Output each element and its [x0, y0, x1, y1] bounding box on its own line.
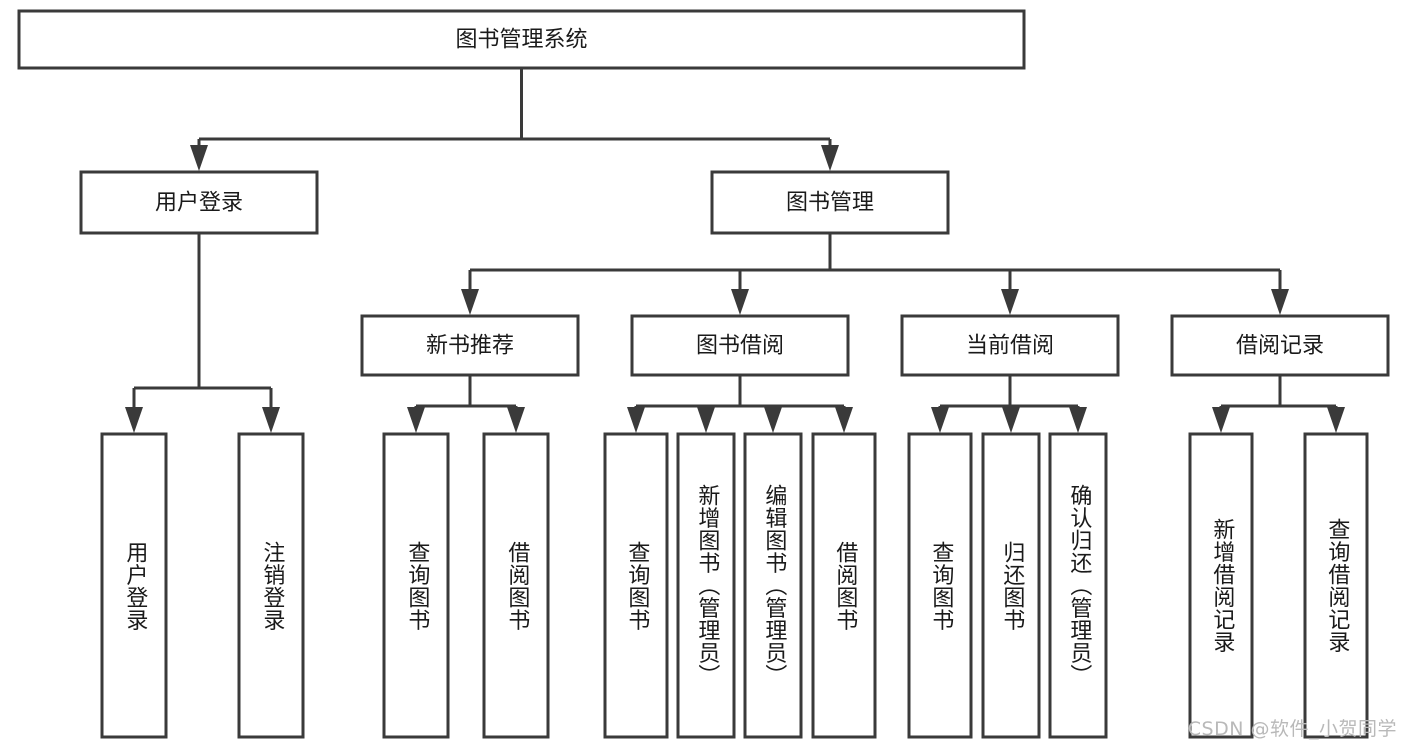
arrow-head-icon: [407, 407, 425, 433]
node-user-login[interactable]: [79, 170, 319, 235]
node-new-book-recommend[interactable]: [360, 314, 580, 377]
arrow-head-icon: [1069, 407, 1087, 433]
node-leaf-add-borrow-record[interactable]: [1188, 432, 1254, 739]
node-leaf-return-book[interactable]: [981, 432, 1041, 739]
arrow-head-icon: [821, 145, 839, 171]
node-leaf-add-book-admin[interactable]: [676, 432, 736, 739]
node-root[interactable]: [17, 9, 1026, 70]
node-leaf-user-login[interactable]: [100, 432, 168, 739]
arrow-head-icon: [731, 289, 749, 315]
node-box-layer: [17, 9, 1390, 739]
arrow-head-icon: [835, 407, 853, 433]
node-leaf-logout[interactable]: [237, 432, 305, 739]
arrow-head-icon: [1271, 289, 1289, 315]
node-label-book-manage: 图书管理: [786, 191, 874, 216]
node-label-new-book-recommend: 新书推荐: [426, 334, 514, 359]
arrow-head-icon: [1001, 289, 1019, 315]
arrow-head-icon: [931, 407, 949, 433]
node-leaf-query-book-3[interactable]: [907, 432, 973, 739]
arrow-head-icon: [262, 407, 280, 433]
arrow-head-icon: [125, 407, 143, 433]
node-leaf-edit-book-admin[interactable]: [743, 432, 803, 739]
node-label-borrow-record: 借阅记录: [1236, 334, 1324, 359]
node-label-current-borrow: 当前借阅: [966, 334, 1054, 359]
node-label-user-login: 用户登录: [155, 191, 243, 216]
node-current-borrow[interactable]: [900, 314, 1120, 377]
arrow-head-icon: [764, 407, 782, 433]
arrow-head-icon: [697, 407, 715, 433]
node-leaf-borrow-book-2[interactable]: [811, 432, 877, 739]
node-leaf-query-borrow-record[interactable]: [1303, 432, 1369, 739]
arrow-head-icon: [507, 407, 525, 433]
arrow-head-icon: [627, 407, 645, 433]
node-label-root: 图书管理系统: [455, 28, 587, 53]
connector-layer: [125, 68, 1345, 433]
node-borrow-record[interactable]: [1170, 314, 1390, 377]
node-leaf-confirm-return-admin[interactable]: [1048, 432, 1108, 739]
arrow-head-icon: [1327, 407, 1345, 433]
node-book-manage[interactable]: [710, 170, 950, 235]
node-leaf-borrow-book-1[interactable]: [482, 432, 550, 739]
node-book-borrow[interactable]: [630, 314, 850, 377]
watermark: CSDN @软件_小贺同学: [1187, 718, 1397, 740]
arrow-head-icon: [190, 145, 208, 171]
node-leaf-query-book-2[interactable]: [603, 432, 669, 739]
arrow-head-icon: [1002, 407, 1020, 433]
node-leaf-query-book-1[interactable]: [382, 432, 450, 739]
arrow-head-icon: [461, 289, 479, 315]
node-label-book-borrow: 图书借阅: [696, 334, 784, 359]
arrow-head-icon: [1212, 407, 1230, 433]
